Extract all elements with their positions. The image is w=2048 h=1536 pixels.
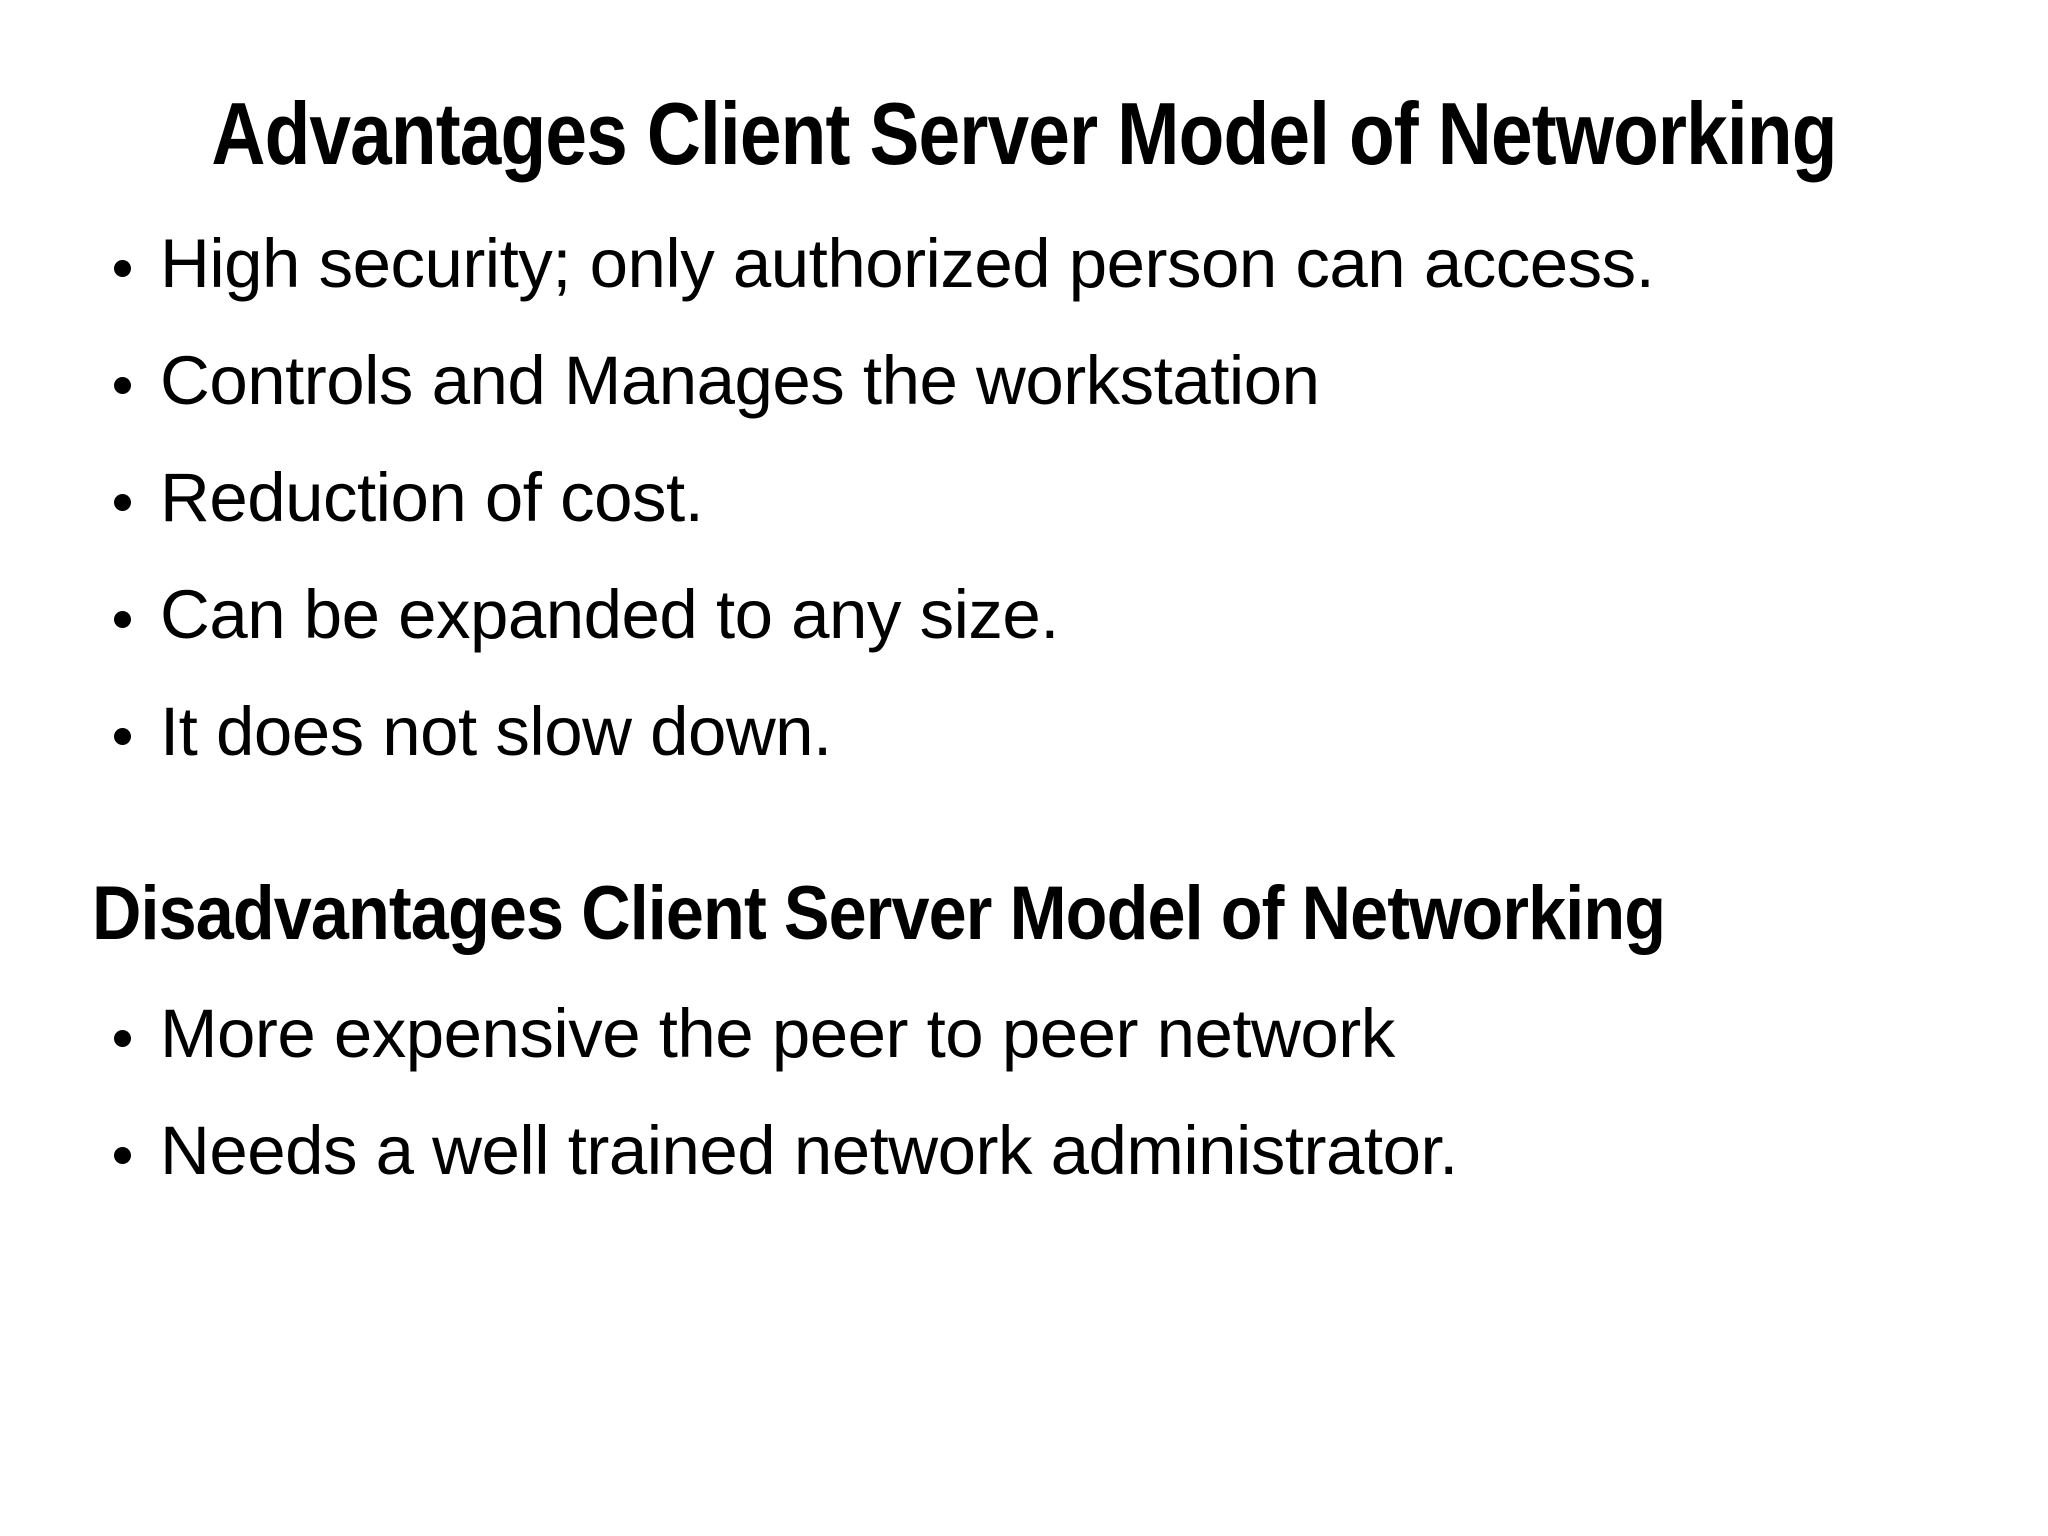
bullet-icon [114, 728, 131, 745]
list-item: High security; only authorized person ca… [112, 205, 1655, 322]
list-item: Can be expanded to any size. [112, 556, 1654, 673]
bullet-text: Needs a well trained network administrat… [160, 1112, 1458, 1189]
slide-title-text: Advantages Client Server Model of Networ… [211, 84, 1837, 183]
bullet-text: It does not slow down. [160, 693, 832, 770]
list-item: More expensive the peer to peer network [112, 975, 1458, 1092]
slide-title: Advantages Client Server Model of Networ… [0, 82, 2048, 186]
bullet-icon [114, 377, 131, 394]
bullet-text: More expensive the peer to peer network [160, 995, 1395, 1072]
list-item: Needs a well trained network administrat… [112, 1092, 1458, 1209]
bullet-icon [114, 260, 131, 277]
advantages-list: High security; only authorized person ca… [112, 205, 1655, 790]
list-item: Controls and Manages the workstation [112, 322, 1654, 439]
bullet-icon [114, 494, 131, 511]
bullet-icon [114, 611, 131, 628]
bullet-icon [114, 1030, 131, 1047]
bullet-text: Controls and Manages the workstation [160, 342, 1320, 419]
bullet-icon [114, 1147, 131, 1164]
disadvantages-heading: Disadvantages Client Server Model of Net… [92, 868, 1840, 960]
disadvantages-heading-text: Disadvantages Client Server Model of Net… [92, 871, 1666, 956]
list-item: It does not slow down. [112, 673, 1654, 790]
bullet-text: Can be expanded to any size. [160, 576, 1059, 653]
bullet-text: Reduction of cost. [160, 459, 704, 536]
disadvantages-list: More expensive the peer to peer network … [112, 975, 1458, 1209]
list-item: Reduction of cost. [112, 439, 1654, 556]
bullet-text: High security; only authorized person ca… [160, 225, 1655, 302]
